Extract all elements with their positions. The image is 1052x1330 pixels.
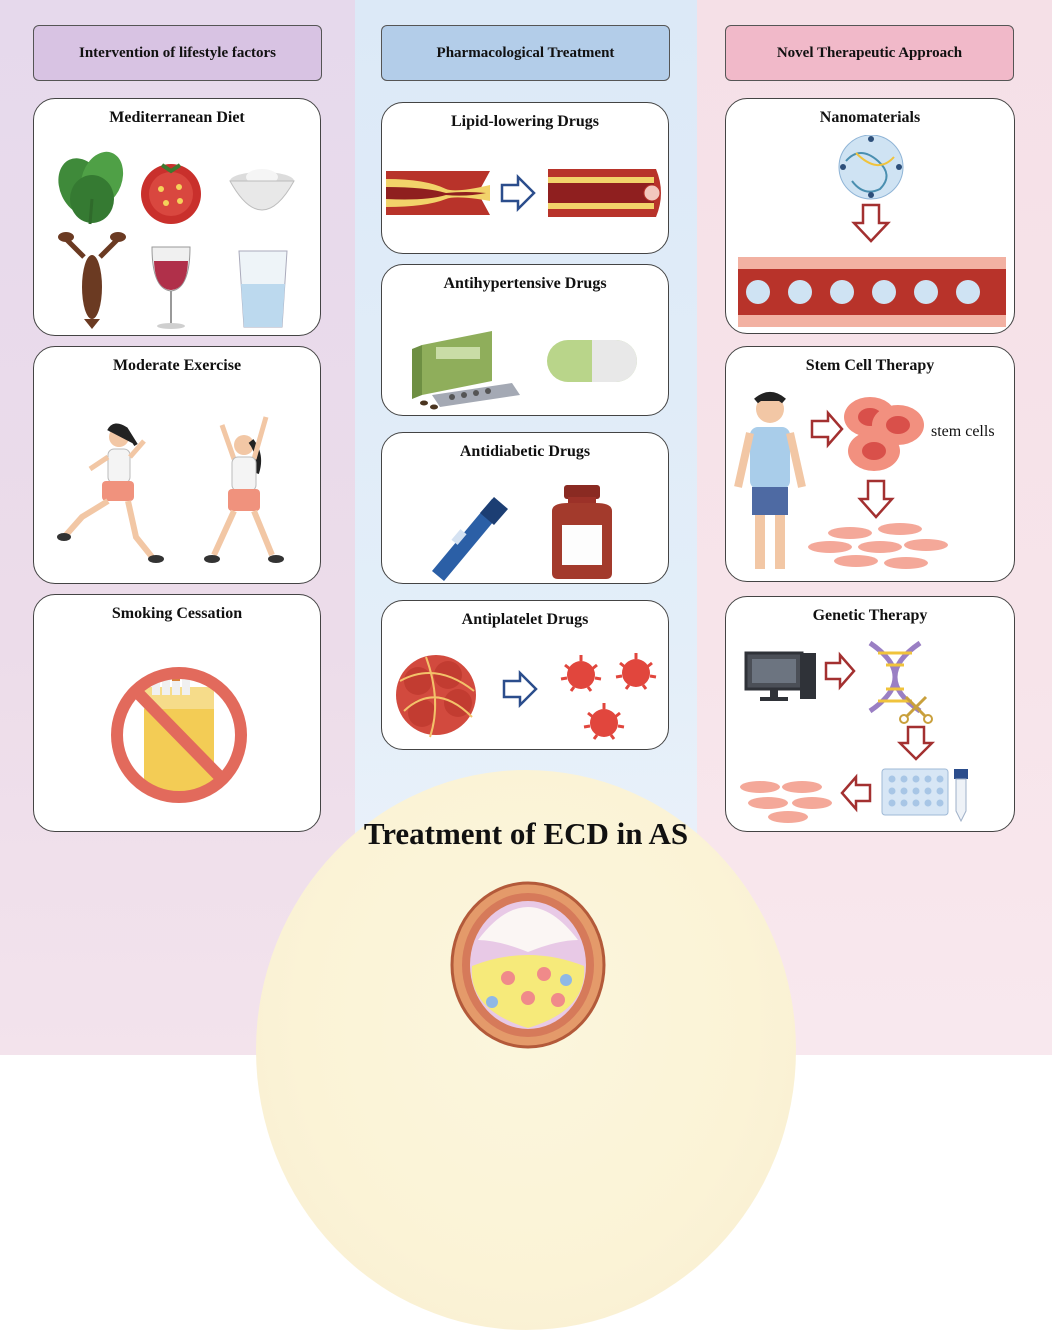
arrow-right-icon: [810, 409, 844, 449]
diet-foods-illustration: [58, 151, 295, 329]
moderate-exercise-card: Moderate Exercise: [33, 346, 321, 584]
card-title: Antidiabetic Drugs: [459, 443, 591, 460]
stem-cell-therapy-card: Stem Cell Therapy stem cells: [725, 346, 1015, 582]
spinach-icon: [58, 151, 124, 225]
well-plate-icon: [881, 768, 949, 816]
runner-icon: [57, 423, 164, 563]
pharma-header: Pharmacological Treatment: [381, 25, 670, 81]
nanomaterials-illustration: [738, 135, 1006, 327]
card-title: Stem Cell Therapy: [805, 357, 935, 374]
antidiabetic-card: Antidiabetic Drugs: [381, 432, 669, 584]
capsule-icon: [547, 340, 637, 382]
endothelial-cells-icon: [740, 781, 832, 823]
mediterranean-diet-card: Mediterranean Diet: [33, 98, 321, 336]
card-title: Antihypertensive Drugs: [443, 275, 607, 292]
antiplatelet-illustration: [396, 653, 657, 740]
center-dome: [256, 770, 796, 1330]
dna-icon: [868, 640, 922, 714]
antidiabetic-illustration: [432, 485, 612, 581]
stem-cells-label: stem cells: [931, 423, 995, 440]
arrow-down-icon: [851, 203, 891, 243]
stretching-person-icon: [204, 416, 284, 563]
arrow-right-icon: [824, 651, 856, 691]
novel-header: Novel Therapeutic Approach: [725, 25, 1014, 81]
insulin-pen-icon: [432, 497, 508, 581]
lifestyle-header: Intervention of lifestyle factors: [33, 25, 322, 81]
computer-icon: [744, 651, 816, 701]
vessel-with-nanoparticles-icon: [738, 257, 1006, 327]
prohibition-icon: [111, 667, 247, 803]
main-title: Treatment of ECD in AS: [363, 816, 689, 851]
card-title: Antiplatelet Drugs: [461, 611, 589, 628]
novel-header-label: Novel Therapeutic Approach: [776, 44, 963, 61]
no-smoking-illustration: [111, 667, 247, 803]
crayfish-icon: [58, 232, 126, 329]
vessel-comparison-illustration: [386, 169, 661, 217]
medicine-bottle-icon: [552, 485, 612, 579]
blood-clot-icon: [396, 655, 476, 738]
exercise-illustration: [57, 416, 284, 563]
platelet-icon: [615, 653, 657, 690]
nanomaterials-card: Nanomaterials: [725, 98, 1015, 334]
card-title: Mediterranean Diet: [109, 109, 245, 126]
lipid-lowering-card: Lipid-lowering Drugs: [381, 102, 669, 254]
antihypertensive-card: Antihypertensive Drugs: [381, 264, 669, 416]
arrow-down-icon: [896, 725, 936, 761]
antiplatelet-card: Antiplatelet Drugs: [381, 600, 669, 750]
scissors-icon: [899, 695, 933, 724]
card-title: Lipid-lowering Drugs: [450, 113, 599, 130]
stem-cells-icon: [844, 397, 924, 471]
pill-box-icon: [412, 331, 520, 410]
antihypertensive-illustration: [412, 331, 637, 410]
water-glass-icon: [238, 250, 288, 328]
test-tube-icon: [954, 769, 968, 823]
arrow-right-icon: [502, 669, 538, 709]
tomato-icon: [141, 163, 201, 224]
nanoparticle-icon: [838, 135, 904, 200]
arrow-down-icon: [857, 479, 895, 519]
wine-glass-icon: [151, 246, 191, 329]
card-title: Genetic Therapy: [812, 607, 928, 624]
arrow-left-icon: [840, 773, 872, 813]
narrowed-vessel-icon: [386, 171, 490, 215]
pharma-header-label: Pharmacological Treatment: [436, 44, 615, 61]
lifestyle-header-label: Intervention of lifestyle factors: [78, 44, 277, 61]
stem-cell-illustration: [734, 392, 948, 569]
genetic-therapy-card: Genetic Therapy: [725, 596, 1015, 832]
bowl-icon: [229, 169, 295, 211]
artery-cross-section-illustration: [450, 881, 606, 1049]
endothelial-cells-icon: [808, 523, 948, 569]
card-title: Nanomaterials: [819, 109, 921, 126]
smoking-cessation-card: Smoking Cessation: [33, 594, 321, 832]
person-icon: [734, 392, 806, 569]
card-title: Moderate Exercise: [112, 357, 242, 374]
platelet-icon: [560, 655, 602, 692]
platelet-icon: [583, 703, 625, 740]
genetic-therapy-illustration: [740, 640, 968, 823]
card-title: Smoking Cessation: [111, 605, 243, 622]
arrow-right-icon: [500, 173, 536, 213]
healthy-vessel-icon: [548, 169, 661, 217]
